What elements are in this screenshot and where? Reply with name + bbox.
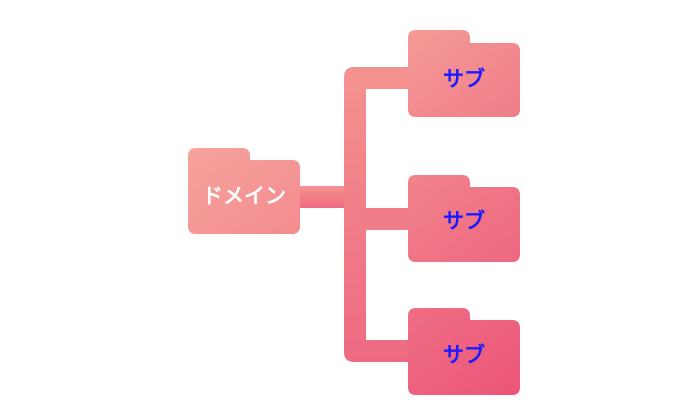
child-folder-label-1: サブ [443, 67, 485, 91]
connector-root-horizontal [298, 186, 358, 208]
child-folder-label-2: サブ [443, 209, 485, 233]
root-folder-icon [188, 148, 300, 234]
connector-lines [298, 67, 410, 362]
connector-branch-middle [356, 208, 410, 230]
connector-trunk [344, 67, 410, 362]
child-folder-icon-3 [408, 308, 520, 395]
root-folder-label: ドメイン [202, 184, 286, 208]
child-folder-icon-2 [408, 175, 520, 262]
child-folder-icon-1 [408, 30, 520, 117]
child-folder-label-3: サブ [443, 343, 485, 367]
